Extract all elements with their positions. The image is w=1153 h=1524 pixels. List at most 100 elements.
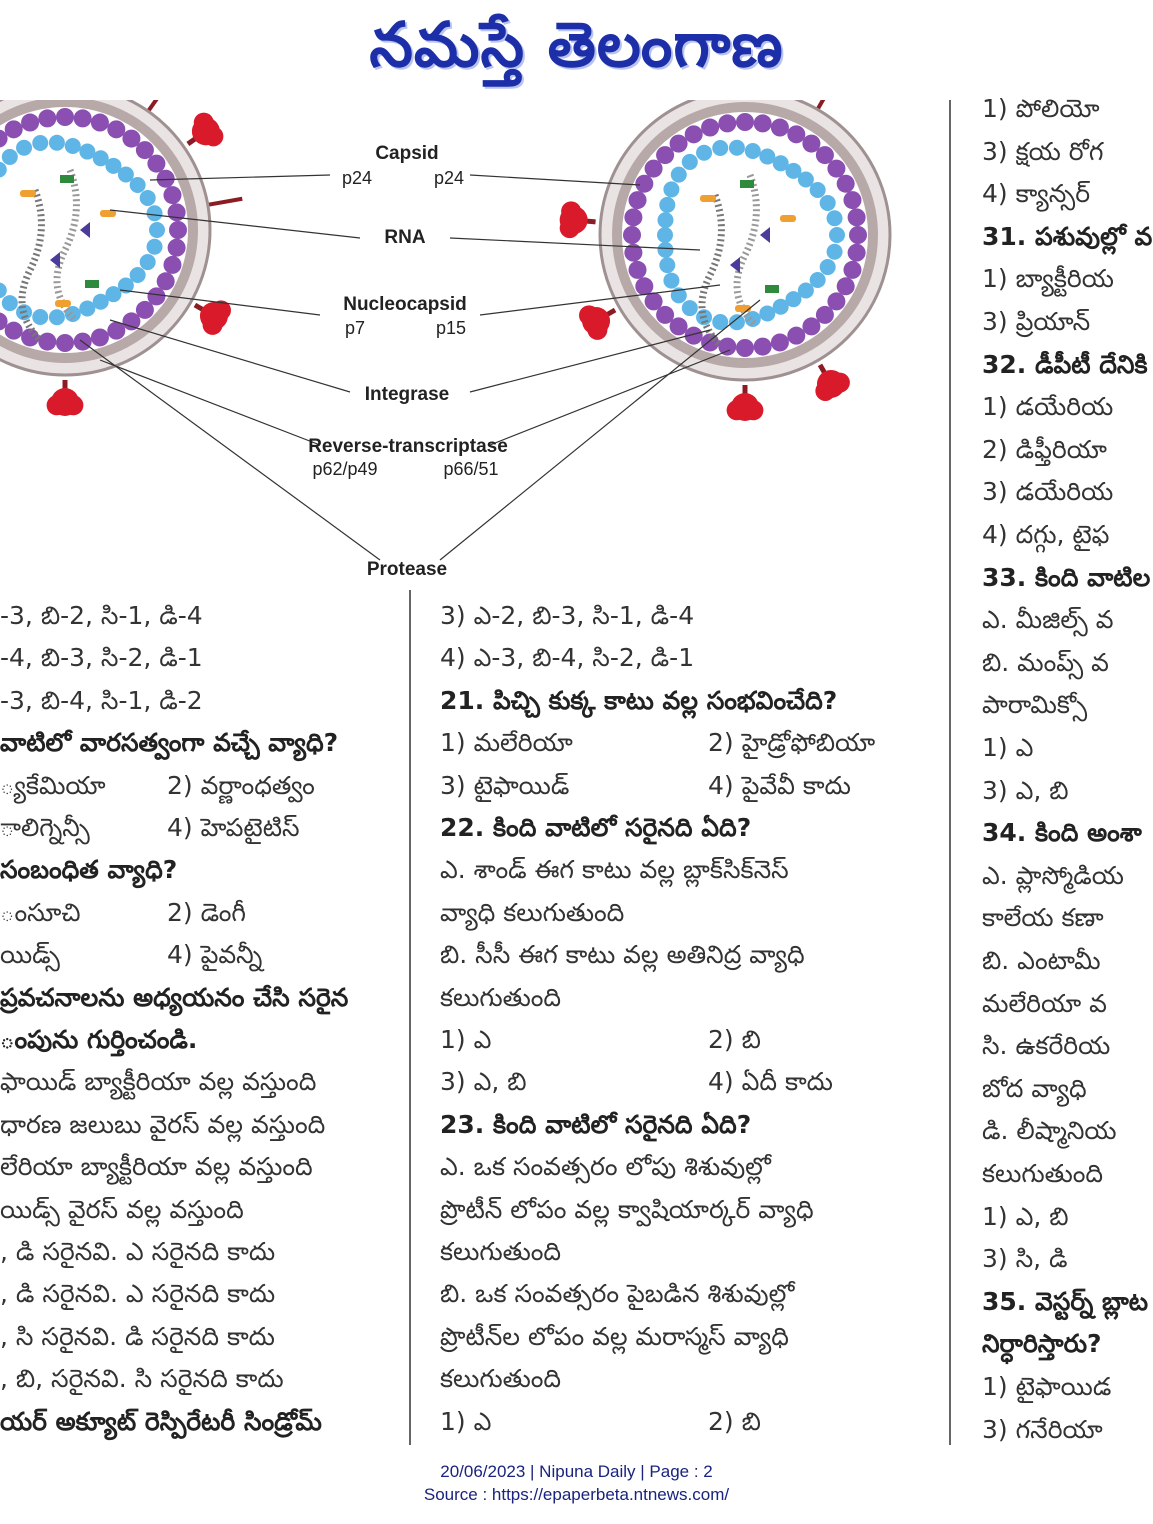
matrix-protein <box>624 243 643 262</box>
pointer-line <box>489 349 731 446</box>
left-column-line: ంసూచి <box>0 897 81 927</box>
glycoprotein-stem <box>143 100 159 117</box>
middle-column-line: 3) ఎ-2, బి-3, సి-1, డి-4 <box>440 601 695 630</box>
matrix-protein <box>163 186 182 205</box>
middle-column-line: 3) ఎ, బి <box>440 1067 527 1097</box>
capsid-protein <box>670 287 687 304</box>
left-column-line: ్యకేమియా <box>0 770 106 800</box>
glycoprotein-knob <box>726 400 747 421</box>
matrix-protein <box>107 120 126 139</box>
matrix-protein <box>815 146 834 165</box>
middle-column-line: 21. పిచ్చి కుక్క కాటు వల్ల సంభవించేది? <box>440 685 838 715</box>
matrix-protein <box>156 169 175 188</box>
middle-column-option: 2) బి <box>708 1025 761 1054</box>
capsid-protein <box>1 148 18 165</box>
right-column-line: మలేరియా వ <box>982 988 1107 1018</box>
right-column-line: 35. వెస్టర్న్ బ్లాట <box>982 1286 1149 1316</box>
matrix-protein <box>836 277 855 296</box>
glycoprotein-knob <box>561 201 582 222</box>
capsid-protein <box>657 227 673 243</box>
middle-column-line: 3) టైఫాయిడ్ <box>440 770 570 800</box>
capsid-protein <box>712 313 729 330</box>
matrix-protein <box>169 221 187 239</box>
capsid-protein <box>0 282 7 299</box>
matrix-protein <box>770 118 789 137</box>
matrix-protein <box>684 326 703 345</box>
left-column-option: 2) వర్ణాంధత్వం <box>167 770 315 800</box>
matrix-protein <box>163 255 182 274</box>
right-column-line: కలుగుతుంది <box>982 1159 1104 1188</box>
left-column-line: , డి సరైనవి. ఎ సరైనది కాదు <box>0 1279 276 1309</box>
matrix-protein <box>135 141 154 160</box>
integrase-enzyme <box>740 180 754 188</box>
middle-column-line: 22. కింది వాటిలో సరైనది ఏది? <box>440 813 752 842</box>
left-column-option: 4) పైవన్నీ <box>167 940 263 970</box>
capsid-protein <box>829 227 845 243</box>
glycoprotein-knob <box>46 395 67 416</box>
capsid-protein <box>146 238 163 255</box>
matrix-protein <box>802 134 821 153</box>
matrix-protein <box>21 113 40 132</box>
middle-column-line: బి. సీసీ ఈగ కాటు వల్ల అతినిద్ర వ్యాధి <box>440 940 805 970</box>
capsid-protein <box>1 295 18 312</box>
left-column-line: లేరియా బ్యాక్టీరియా వల్ల వస్తుంది <box>0 1152 313 1182</box>
left-column-line: , బి, సరైనవి. సి సరైనది కాదు <box>0 1364 284 1394</box>
right-column-line: పారామిక్సో <box>982 690 1088 720</box>
pointer-line <box>439 299 761 561</box>
capsid-protein <box>146 205 163 222</box>
protease-enzyme <box>100 210 116 217</box>
middle-column-option: 4) ఏదీ కాదు <box>708 1067 833 1097</box>
right-column-line: కాలేయ కణా <box>982 903 1104 933</box>
left-column-line: , డి సరైనవి. ఎ సరైనది కాదు <box>0 1237 276 1266</box>
capsid-protein <box>797 171 814 188</box>
capsid-protein <box>657 212 674 229</box>
matrix-protein <box>122 129 141 148</box>
pointer-line <box>109 209 361 239</box>
matrix-protein <box>644 292 663 311</box>
matrix-protein <box>718 337 737 356</box>
right-column-line: 3) గనేరియా <box>982 1414 1103 1444</box>
capsid-protein <box>809 271 826 288</box>
left-column-line: సంబంధిత వ్యాధి? <box>0 855 178 885</box>
capsid-protein <box>32 308 49 325</box>
matrix-protein <box>644 159 663 178</box>
label-nucleocapsid: Nucleocapsid <box>343 294 467 315</box>
matrix-protein <box>167 238 186 257</box>
right-column-line: 33. కింది వాటిల <box>982 562 1151 592</box>
reverse-transcriptase-enzyme <box>80 222 90 238</box>
capsid-protein <box>48 134 65 151</box>
capsid-protein <box>826 243 843 260</box>
label-rt-left: p62/p49 <box>312 459 377 479</box>
matrix-protein <box>38 332 57 351</box>
middle-column-line: కలుగుతుంది <box>440 1364 562 1394</box>
right-column-line: 31. పశువుల్లో వ <box>982 221 1153 251</box>
capsid-protein <box>712 140 729 157</box>
pointer-line <box>479 284 721 316</box>
capsid-protein <box>696 144 713 161</box>
integrase-enzyme <box>765 285 779 293</box>
capsid-protein <box>797 282 814 299</box>
rna-strand <box>18 188 45 343</box>
left-column-line: ాలిగ్నెన్సీ <box>0 813 90 842</box>
matrix-protein <box>73 109 92 128</box>
protease-enzyme <box>780 215 796 222</box>
masthead: నమస్తే తెలంగాణ <box>0 8 1153 96</box>
label-nucleocapsid-left: p7 <box>345 318 365 338</box>
right-column-line: డి. లీష్మానియ <box>982 1116 1117 1146</box>
capsid-protein <box>659 196 676 213</box>
glycoprotein-knob <box>202 314 223 335</box>
matrix-protein <box>635 174 654 193</box>
matrix-protein <box>787 125 806 144</box>
matrix-protein <box>635 277 654 296</box>
capsid-protein <box>819 194 836 211</box>
matrix-protein <box>847 208 866 227</box>
capsid-protein <box>0 161 7 178</box>
right-column-line: బి. మంప్స్ వ <box>982 647 1109 677</box>
matrix-protein <box>90 113 109 132</box>
matrix-protein <box>4 321 23 340</box>
middle-column-line: కలుగుతుంది <box>440 982 562 1012</box>
integrase-enzyme <box>60 175 74 183</box>
capsid-protein <box>64 138 81 155</box>
label-capsid-left: p24 <box>342 168 372 188</box>
matrix-protein <box>656 146 675 165</box>
